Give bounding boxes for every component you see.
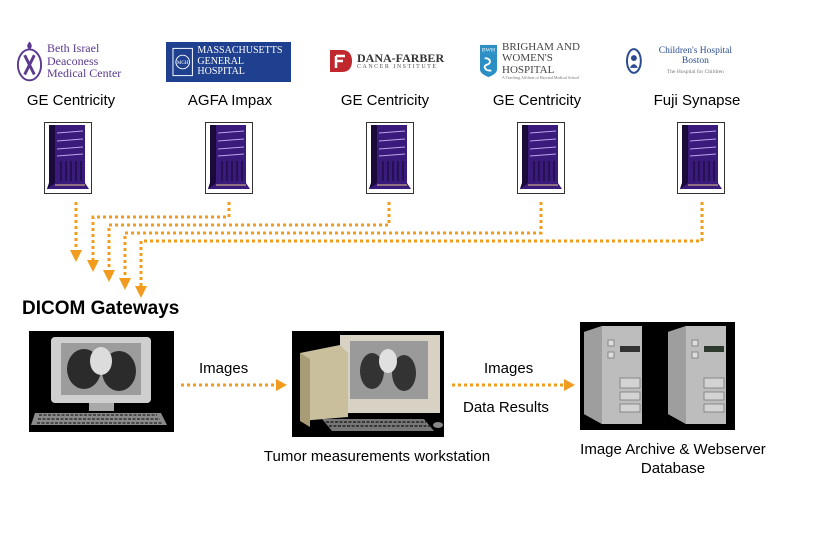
bwh-logo-icon: BWH: [480, 44, 497, 78]
archive-servers-icon: [584, 326, 726, 424]
system-label-bwh: GE Centricity: [492, 92, 582, 109]
bidmc-name-line2: Medical Center: [46, 66, 122, 81]
dfci-logo-icon: [330, 50, 352, 72]
arrow-path-mgh: [91, 202, 231, 260]
dfci-name-line2: CANCER INSTITUTE: [357, 64, 438, 71]
dfci-name-line1: DANA-FARBER: [357, 50, 445, 65]
dicom-gateways-heading: DICOM Gateways: [22, 298, 180, 319]
server-tower-icon: [208, 125, 250, 189]
flow2-label-data-results: Data Results: [463, 399, 549, 416]
archive-server-1: [584, 326, 642, 424]
bwh-name-line3: A Teaching Affiliate of Harvard Medical …: [502, 75, 580, 81]
arrow-path-bwh: [123, 202, 543, 278]
logo-dfci: DANA-FARBER CANCER INSTITUTE: [330, 40, 450, 82]
system-label-dfci: GE Centricity: [340, 92, 430, 109]
logo-bidmc: Beth Israel Deaconess Medical Center: [15, 40, 150, 82]
bidmc-logo-icon: [16, 41, 43, 82]
server-tower-icon: [680, 125, 722, 189]
flow1-label: Images: [199, 360, 249, 377]
flow2-label-images: Images: [484, 360, 534, 377]
workstation-caption: Tumor measurements workstation: [263, 448, 491, 465]
arrow-path-dfci: [107, 202, 391, 270]
archive-servers-image: [580, 322, 735, 430]
arrowhead-dfci: [103, 270, 115, 282]
system-label-mgh: AGFA Impax: [187, 92, 273, 109]
arrowhead-images-1: [276, 379, 287, 391]
svg-text:BWH: BWH: [482, 48, 495, 54]
archive-server-2: [668, 326, 726, 424]
arrowhead-images-2: [564, 379, 575, 391]
archive-caption: Image Archive & Webserver Database: [556, 440, 790, 478]
server-tower-icon: [520, 125, 562, 189]
pacs-server-bidmc: [44, 122, 92, 194]
archive-caption-line2: Database: [640, 460, 706, 477]
mgh-name-line2: GENERAL HOSPITAL: [197, 55, 245, 78]
archive-caption-line1: Image Archive & Webserver: [580, 441, 766, 458]
logo-mgh: MGH MASSACHUSETTS GENERAL HOSPITAL: [166, 42, 291, 82]
mgh-logo-icon: MGH: [172, 47, 193, 77]
pacs-server-bwh: [517, 122, 565, 194]
arrowhead-chb: [135, 286, 147, 298]
server-tower-icon: [47, 125, 89, 189]
system-label-bidmc: GE Centricity: [26, 92, 116, 109]
bidmc-name-line1: Beth Israel Deaconess: [46, 41, 100, 68]
pacs-server-chb: [677, 122, 725, 194]
bwh-name-line2: WOMEN'S HOSPITAL: [502, 52, 555, 76]
ct-monitor-icon: [31, 337, 167, 425]
pacs-server-mgh: [205, 122, 253, 194]
chb-name-line2: The Hospital for Children: [666, 68, 724, 75]
pacs-server-dfci: [366, 122, 414, 194]
svg-text:MGH: MGH: [177, 61, 189, 66]
arrowhead-mgh: [87, 260, 99, 272]
server-tower-icon: [369, 125, 411, 189]
system-label-chb: Fuji Synapse: [653, 92, 741, 109]
chb-name-line1: Children's Hospital Boston: [658, 45, 733, 66]
workstation-icon: [300, 335, 443, 431]
mgh-name-line1: MASSACHUSETTS: [197, 45, 283, 57]
gateway-computer-image: [29, 331, 174, 432]
arrow-path-chb: [139, 202, 704, 286]
chb-logo-icon: [626, 48, 642, 74]
arrowhead-bwh: [119, 278, 131, 290]
bwh-name-line1: BRIGHAM AND: [502, 40, 580, 53]
workstation-image: [292, 331, 444, 437]
logo-bwh: BWH BRIGHAM AND WOMEN'S HOSPITAL A Teach…: [480, 40, 602, 82]
logo-chb: Children's Hospital Boston The Hospital …: [626, 40, 746, 82]
arrowhead-bidmc: [70, 250, 82, 262]
